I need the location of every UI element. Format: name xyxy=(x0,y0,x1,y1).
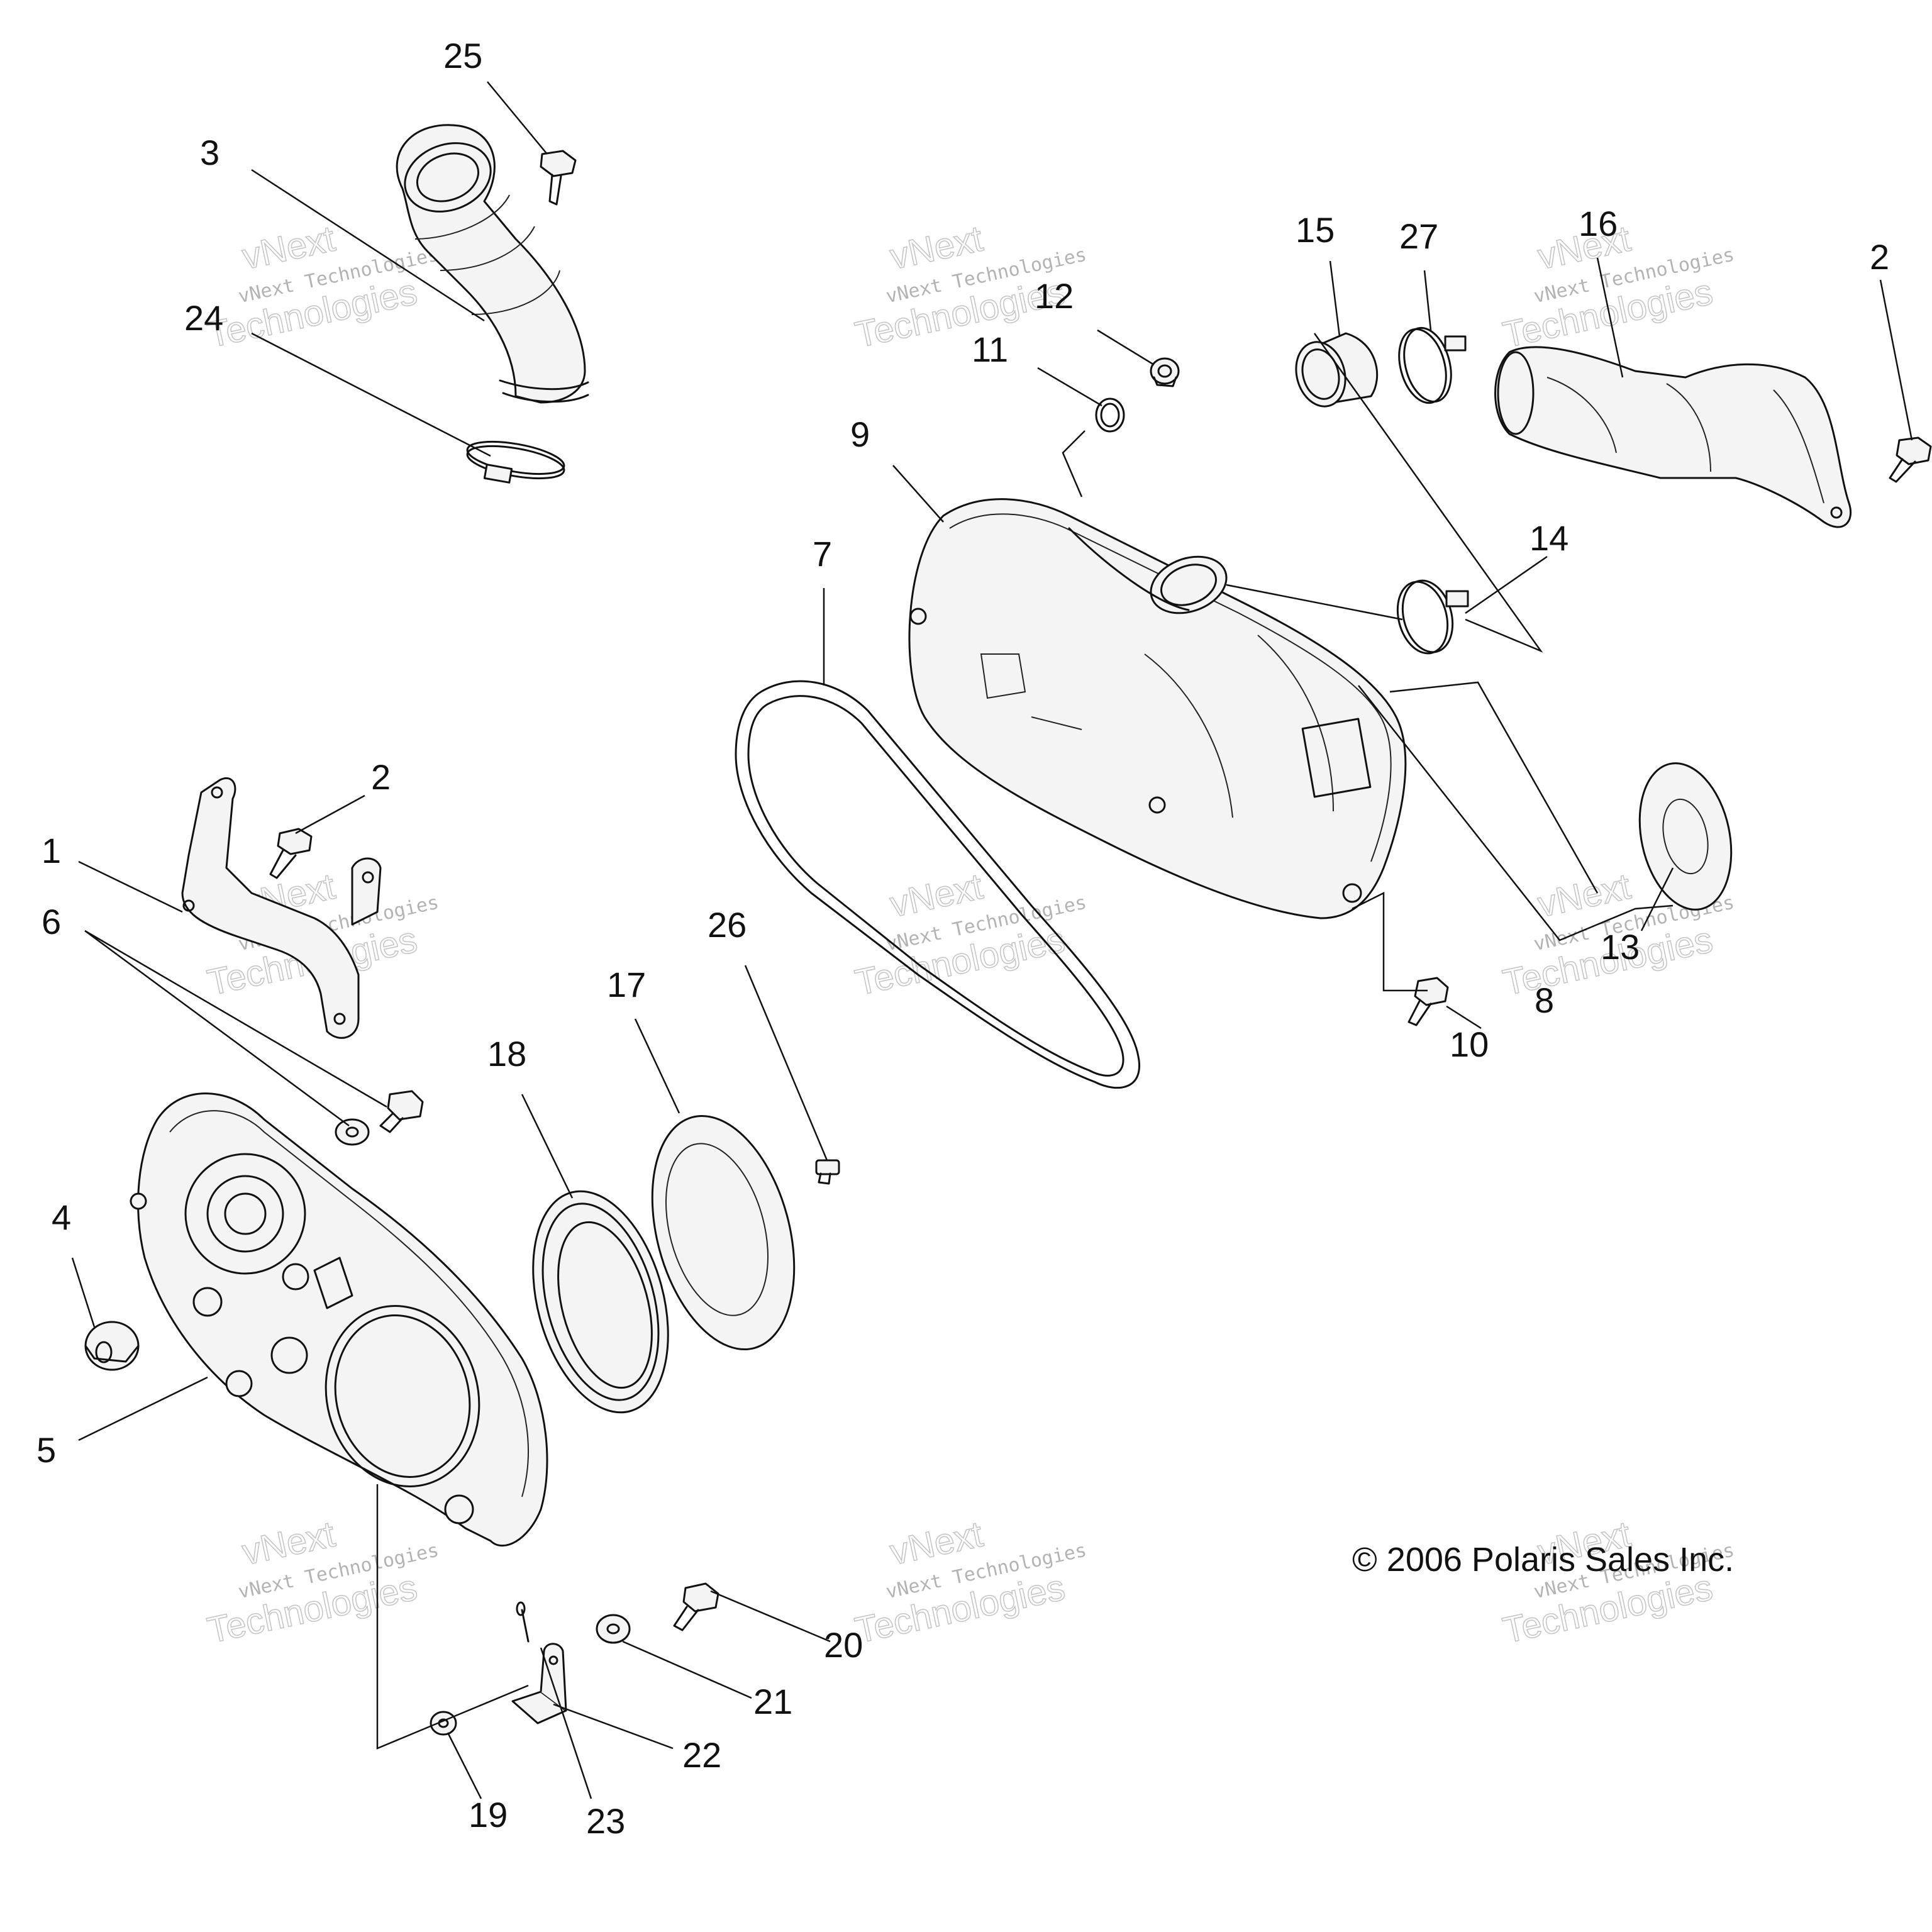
part-25-bolt xyxy=(540,150,577,206)
part-7-drive-belt xyxy=(735,680,1140,1089)
callout-3: 3 xyxy=(200,133,219,172)
part-2-bolt-left xyxy=(269,828,313,879)
part-1-bracket xyxy=(181,777,382,1039)
callout-26: 26 xyxy=(708,905,747,945)
part-22-small-bracket xyxy=(511,1643,567,1724)
callout-6: 6 xyxy=(42,902,61,941)
callout-25: 25 xyxy=(443,36,482,75)
part-11-o-ring xyxy=(1095,397,1125,433)
copyright-notice: © 2006 Polaris Sales Inc. xyxy=(1352,1541,1734,1579)
part-3-intake-duct xyxy=(396,124,589,404)
callout-labels: 25 3 24 2 1 6 4 5 18 17 26 7 9 11 12 15 … xyxy=(36,36,1889,1841)
callout-4: 4 xyxy=(52,1197,71,1237)
callout-7: 7 xyxy=(813,534,832,574)
part-12-plug xyxy=(1150,357,1180,387)
part-15-duct-coupler xyxy=(1295,332,1379,408)
callout-22: 22 xyxy=(682,1735,721,1775)
callout-2-right: 2 xyxy=(1870,237,1889,277)
part-18-seal xyxy=(532,1190,669,1414)
part-4-bushing xyxy=(84,1321,140,1371)
part-6-screw-washer xyxy=(335,1090,424,1146)
leader-lines xyxy=(71,81,1913,1799)
callout-23: 23 xyxy=(586,1801,625,1841)
part-27-hose-clamp xyxy=(1398,326,1467,404)
part-5-inner-clutch-cover xyxy=(130,1092,548,1547)
part-9-outer-clutch-cover xyxy=(908,498,1407,919)
callout-15: 15 xyxy=(1296,210,1335,250)
callout-14: 14 xyxy=(1530,518,1568,558)
part-10-screw xyxy=(1407,977,1449,1026)
callout-21: 21 xyxy=(753,1682,792,1721)
callout-16: 16 xyxy=(1579,204,1618,243)
callout-8: 8 xyxy=(1535,980,1554,1020)
part-17-plate xyxy=(651,1114,796,1351)
part-2-bolt-right xyxy=(1889,436,1932,483)
callout-24: 24 xyxy=(184,298,223,338)
callout-2-left: 2 xyxy=(371,757,391,797)
callout-9: 9 xyxy=(850,414,870,454)
part-21-washer xyxy=(596,1614,631,1644)
part-23-pin xyxy=(516,1601,530,1643)
part-24-hose-clamp xyxy=(466,440,565,484)
callout-5: 5 xyxy=(36,1430,56,1470)
callout-18: 18 xyxy=(487,1034,526,1074)
callout-1: 1 xyxy=(42,831,61,870)
part-20-screw xyxy=(673,1582,719,1631)
callout-17: 17 xyxy=(607,965,646,1004)
part-13-gasket xyxy=(1638,762,1733,911)
callout-11: 11 xyxy=(972,330,1008,369)
callout-13: 13 xyxy=(1601,927,1640,967)
part-16-outlet-duct xyxy=(1494,346,1852,528)
callout-10: 10 xyxy=(1450,1024,1489,1064)
callout-19: 19 xyxy=(469,1795,508,1835)
callout-12: 12 xyxy=(1035,276,1074,316)
callout-20: 20 xyxy=(824,1625,863,1665)
part-14-hose-clamp xyxy=(1396,579,1469,655)
callout-27: 27 xyxy=(1399,216,1438,256)
part-19-washer xyxy=(430,1711,457,1736)
part-26-screw xyxy=(815,1159,840,1185)
